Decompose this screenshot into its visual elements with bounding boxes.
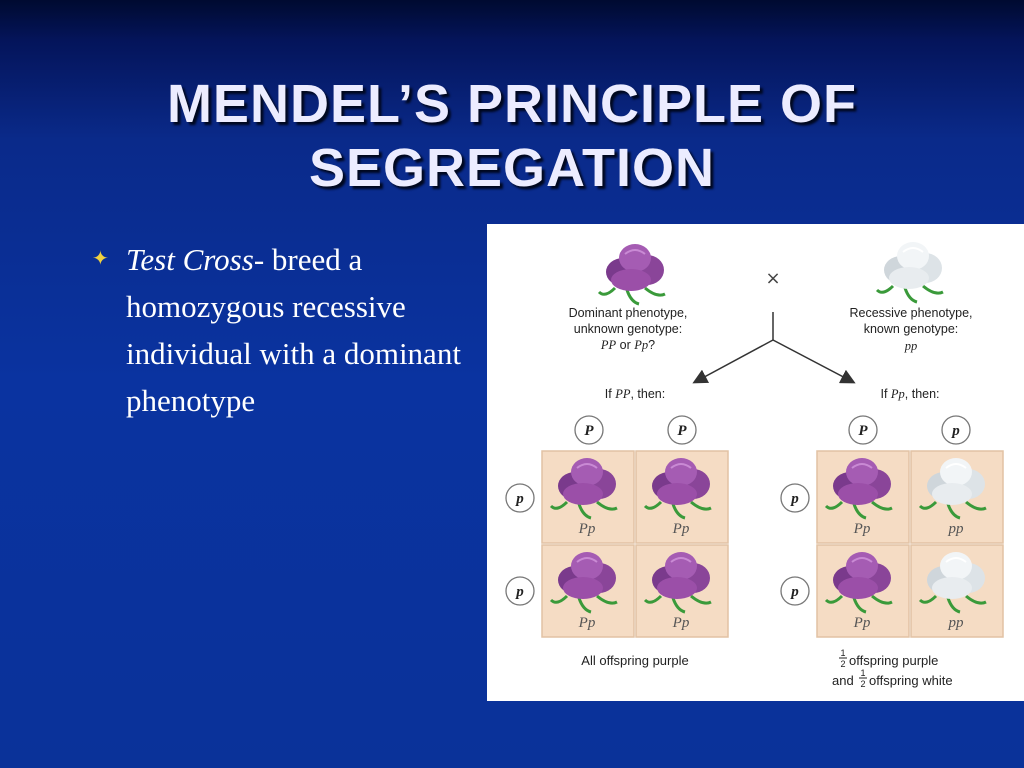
offspring-genotype: pp — [948, 521, 965, 537]
offspring-genotype: Pp — [672, 615, 690, 631]
cross-symbol: × — [765, 268, 780, 289]
offspring-genotype: Pp — [672, 521, 690, 537]
gamete-circle — [941, 415, 971, 445]
left-result-label: All offspring purple — [581, 653, 688, 668]
gamete-circle — [780, 483, 810, 513]
gamete-circle — [505, 483, 535, 513]
right-punnett-square: P p p p Pp pp Pp pp 1 2 offspring purple… — [780, 415, 1004, 689]
fraction-numerator: 1 — [840, 648, 845, 658]
gamete-label: p — [514, 584, 524, 600]
star-bullet-icon: ✦ — [92, 248, 109, 270]
gamete-circle — [574, 415, 604, 445]
gamete-circle — [667, 415, 697, 445]
right-result-line-1: offspring purple — [849, 653, 938, 668]
slide-title: MENDEL’S PRINCIPLE OF SEGREGATION — [40, 72, 984, 200]
title-line-1: MENDEL’S PRINCIPLE OF — [166, 74, 858, 134]
fraction-numerator: 1 — [860, 668, 865, 678]
dominant-parent-genotypes: PP or Pp? — [600, 338, 655, 352]
offspring-genotype: pp — [948, 615, 965, 631]
title-line-2: SEGREGATION — [308, 138, 716, 198]
offspring-genotype: Pp — [578, 521, 596, 537]
fraction-denominator: 2 — [840, 659, 845, 669]
test-cross-diagram: × Dominant phenotype, unknown genotype: … — [487, 224, 1024, 701]
right-result-and: and — [832, 673, 854, 688]
gamete-label: p — [789, 584, 799, 600]
offspring-genotype: Pp — [578, 615, 596, 631]
offspring-genotype: Pp — [853, 615, 871, 631]
left-branch-arrow — [692, 339, 774, 384]
bullet-text: Test Cross- breed a homozygous recessive… — [126, 236, 486, 424]
recessive-parent-label-2: known genotype: — [864, 322, 959, 336]
right-result-line-2: offspring white — [869, 673, 953, 688]
gamete-label: p — [789, 491, 799, 507]
gamete-label: P — [584, 423, 594, 439]
dominant-parent-label-1: Dominant phenotype, — [569, 306, 688, 320]
gamete-label: P — [858, 423, 868, 439]
gamete-circle — [780, 576, 810, 606]
right-branch-label: If Pp, then: — [880, 387, 939, 401]
gamete-circle — [848, 415, 878, 445]
fraction-denominator: 2 — [860, 679, 865, 689]
recessive-parent-flower-icon — [875, 240, 945, 304]
bullet-definition: - breed a homozygous recessive individua… — [126, 242, 461, 418]
gamete-label: p — [950, 423, 960, 439]
bullet-term: Test Cross — [126, 242, 254, 277]
dominant-parent-flower-icon — [597, 242, 667, 306]
left-punnett-square: P P p p Pp Pp Pp Pp All offspring purple — [505, 415, 729, 668]
left-branch-label: If PP, then: — [605, 387, 665, 401]
gamete-label: p — [514, 491, 524, 507]
right-branch-arrow — [772, 339, 856, 384]
offspring-genotype: Pp — [853, 521, 871, 537]
gamete-label: P — [677, 423, 687, 439]
recessive-parent-genotype: pp — [904, 339, 918, 353]
gamete-circle — [505, 576, 535, 606]
dominant-parent-label-2: unknown genotype: — [574, 322, 682, 336]
recessive-parent-label-1: Recessive phenotype, — [850, 306, 973, 320]
